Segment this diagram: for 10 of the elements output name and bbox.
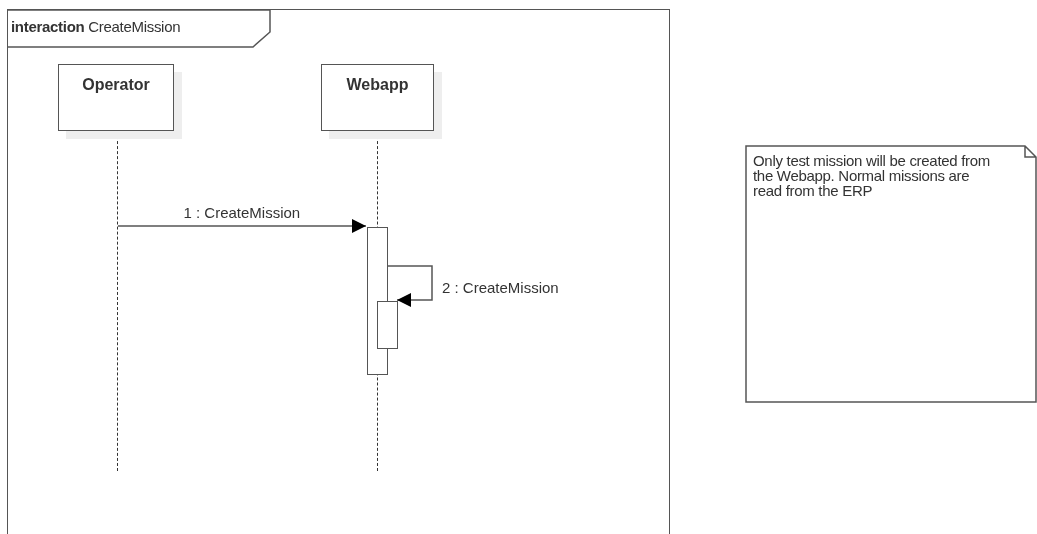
lifeline-name: Webapp (345, 76, 410, 94)
lifeline-name: Operator (81, 76, 151, 94)
message-label: 2 : CreateMission (442, 279, 559, 296)
note-text: Only test mission will be created from the Webapp. Normal missions are read from the ERP (753, 153, 992, 198)
activation-bar (377, 301, 398, 349)
message-arrow (386, 265, 433, 307)
note-box (745, 145, 1037, 403)
message-label: 1 : CreateMission (183, 204, 301, 221)
frame-title: interaction CreateMission (11, 18, 181, 35)
message-arrow (117, 219, 367, 233)
